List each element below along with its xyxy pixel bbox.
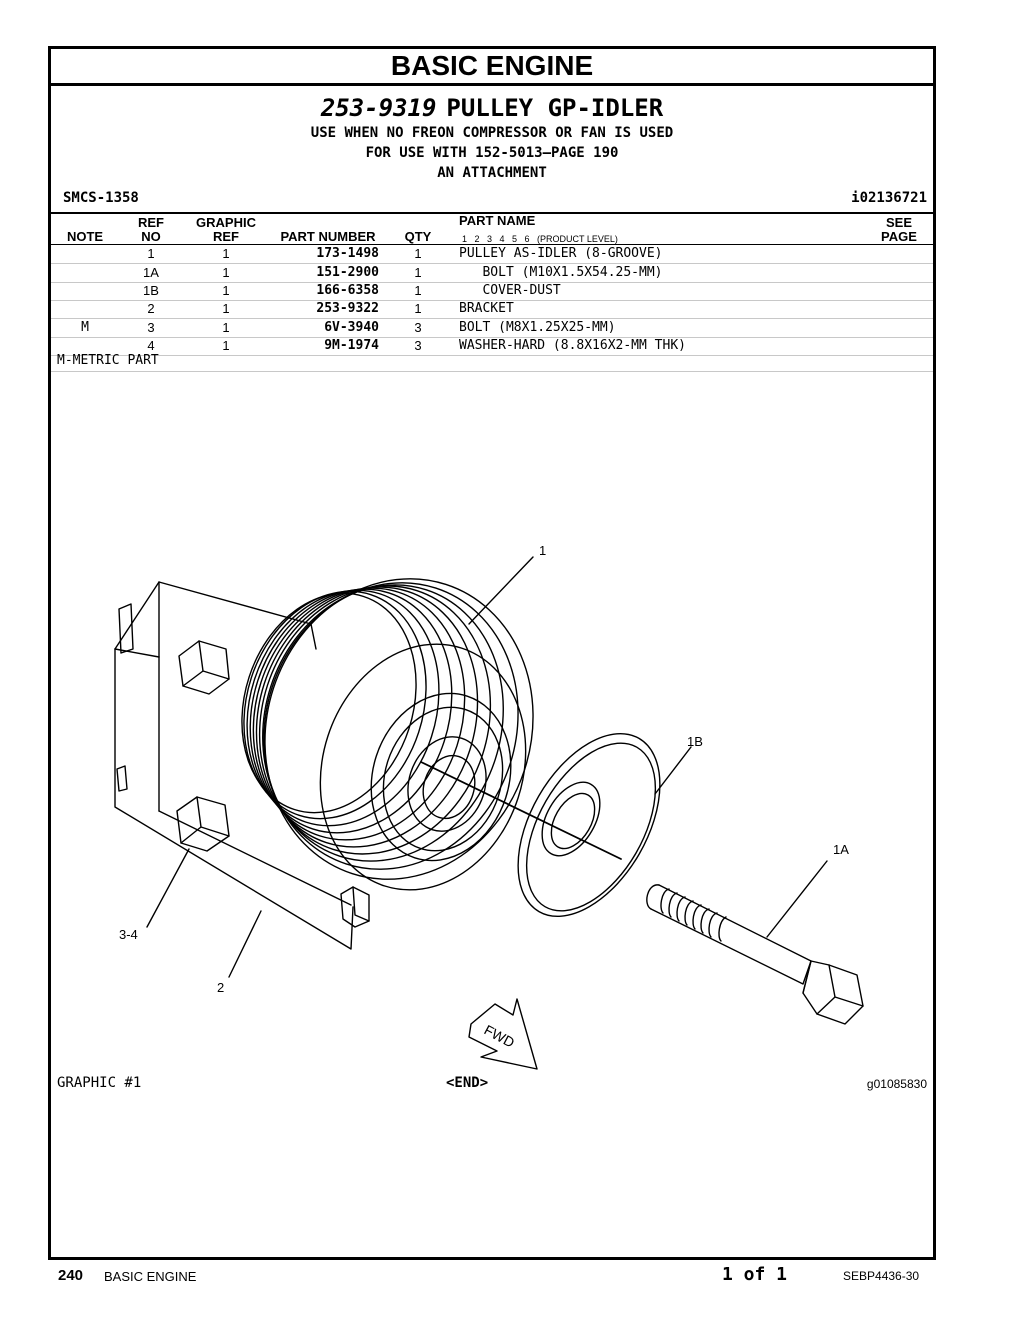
- row-part-name: BOLT (M8X1.25X25-MM): [459, 320, 616, 335]
- row-ref: 2: [147, 301, 155, 316]
- row-qty: 3: [414, 320, 422, 335]
- row-part-name: BRACKET: [459, 301, 514, 316]
- leader-1b: [654, 746, 692, 795]
- footer-section: BASIC ENGINE: [104, 1269, 197, 1284]
- row-graphic-ref: 1: [222, 283, 230, 298]
- exploded-view-illustration: 1 1B 1A 3-4 2 FWD: [114, 543, 864, 1070]
- row-part-number: 151-2900: [316, 265, 379, 280]
- row-ref: 4: [147, 338, 155, 353]
- row-graphic-ref: 1: [222, 246, 230, 261]
- page-frame: BASIC ENGINE 253-9319 PULLEY GP-IDLER USE…: [48, 46, 936, 1260]
- group-note-3: AN ATTACHMENT: [437, 165, 547, 181]
- callout-1a: 1A: [833, 842, 849, 857]
- header-rule: [51, 244, 933, 245]
- row-part-number: 6V-3940: [324, 320, 379, 335]
- row-graphic-ref: 1: [222, 301, 230, 316]
- footnote-rule: [51, 371, 933, 372]
- row-qty: 3: [414, 338, 422, 353]
- table-row: 4 1 9M-1974 3 WASHER-HARD (8.8X16X2-MM T…: [51, 337, 933, 356]
- row-part-name: WASHER-HARD (8.8X16X2-MM THK): [459, 338, 686, 353]
- footer-document-number: SEBP4436-30: [843, 1269, 920, 1283]
- row-ref: 3: [147, 320, 155, 335]
- leader-2: [228, 910, 262, 978]
- row-ref: 1A: [143, 265, 159, 280]
- header-qty: QTY: [404, 229, 432, 244]
- row-ref: 1: [147, 246, 155, 261]
- header-part-name: PART NAME: [459, 213, 536, 228]
- section-title: BASIC ENGINE: [51, 49, 933, 86]
- document-id: i02136721: [851, 190, 927, 206]
- header-ref-top: REF: [138, 215, 164, 230]
- table-row: 1B 1 166-6358 1 COVER-DUST: [51, 282, 933, 301]
- row-part-number: 253-9322: [316, 301, 379, 316]
- header-see-bottom: PAGE: [881, 229, 917, 244]
- row-qty: 1: [414, 246, 422, 261]
- row-note: M: [81, 320, 89, 335]
- callout-1: 1: [539, 543, 546, 558]
- smcs-code: SMCS-1358: [63, 190, 139, 206]
- row-part-number: 173-1498: [316, 246, 379, 261]
- row-graphic-ref: 1: [222, 265, 230, 280]
- header-see-top: SEE: [885, 215, 912, 230]
- dust-cover-drawing: [517, 732, 661, 918]
- group-note-1: USE WHEN NO FREON COMPRESSOR OR FAN IS U…: [310, 125, 674, 141]
- callout-2: 2: [217, 980, 224, 995]
- idler-bolt-drawing: [646, 884, 864, 1025]
- row-part-name: BOLT (M10X1.5X54.25-MM): [459, 265, 663, 280]
- header-note: NOTE: [66, 229, 104, 244]
- header-part-number: PART NUMBER: [280, 229, 376, 244]
- group-note-2: FOR USE WITH 152-5013—PAGE 190: [365, 145, 619, 161]
- axis-line: [420, 761, 622, 860]
- footer-page-count: 1 of 1: [722, 1264, 788, 1285]
- header-graphic-bottom: REF: [213, 229, 239, 244]
- fwd-arrow-icon: [468, 998, 538, 1070]
- callout-1b: 1B: [687, 734, 703, 749]
- header-graphic-top: GRAPHIC: [196, 215, 256, 230]
- leader-1a: [766, 860, 828, 938]
- pulley-drawing: [241, 578, 534, 891]
- bracket-drawing: [114, 581, 354, 950]
- graphic-id: g01085830: [866, 1077, 927, 1091]
- end-marker: <END>: [446, 1075, 489, 1091]
- row-qty: 1: [414, 265, 422, 280]
- row-part-name: PULLEY AS-IDLER (8-GROOVE): [459, 246, 663, 261]
- table-row: 1A 1 151-2900 1 BOLT (M10X1.5X54.25-MM): [51, 264, 933, 283]
- row-part-number: 9M-1974: [324, 338, 379, 353]
- bracket-bolt-top: [178, 640, 230, 695]
- table-row: 2 1 253-9322 1 BRACKET: [51, 300, 933, 319]
- footer-page-number: 240: [58, 1267, 84, 1284]
- table-top-rule: [51, 212, 933, 214]
- row-ref: 1B: [143, 283, 159, 298]
- row-graphic-ref: 1: [222, 338, 230, 353]
- header-product-levels: 1 2 3 4 5 6 (PRODUCT LEVEL): [462, 234, 618, 244]
- row-qty: 1: [414, 301, 422, 316]
- callout-3-4: 3-4: [119, 927, 138, 942]
- group-title: 253-9319 PULLEY GP-IDLER: [51, 94, 933, 122]
- table-row: M 3 1 6V-3940 3 BOLT (M8X1.25X25-MM): [51, 319, 933, 338]
- table-row: 1 1 173-1498 1 PULLEY AS-IDLER (8-GROOVE…: [51, 245, 933, 264]
- row-part-number: 166-6358: [316, 283, 379, 298]
- header-ref-bottom: NO: [141, 229, 161, 244]
- row-part-name: COVER-DUST: [459, 283, 561, 298]
- group-name: PULLEY GP-IDLER: [446, 94, 664, 122]
- row-qty: 1: [414, 283, 422, 298]
- row-graphic-ref: 1: [222, 320, 230, 335]
- bracket-bolt-lower: [340, 886, 370, 928]
- graphic-label: GRAPHIC #1: [57, 1075, 142, 1091]
- leader-3-4: [146, 848, 190, 928]
- metric-footnote: M-METRIC PART: [57, 353, 159, 368]
- leader-1: [468, 556, 534, 625]
- group-number: 253-9319: [320, 94, 437, 122]
- bracket-bolt-bottom: [176, 796, 230, 852]
